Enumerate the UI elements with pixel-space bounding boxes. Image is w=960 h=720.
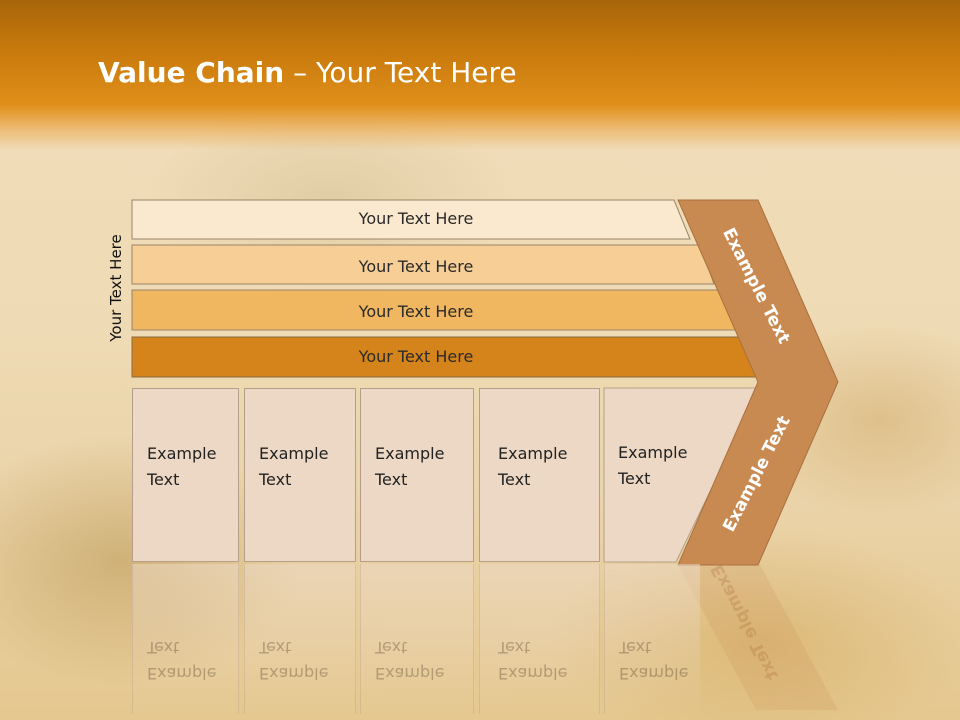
bar-2: [131, 244, 715, 285]
slide-title: Value Chain – Your Text Here: [98, 56, 517, 89]
chevron-reflection: [678, 565, 838, 710]
box-2-line2: Text: [259, 470, 292, 489]
box-1-reflection-text: Example Text: [147, 634, 216, 686]
box-4-line2: Text: [498, 470, 531, 489]
bar-1-label: Your Text Here: [358, 209, 474, 228]
box-5-reflection-line2: Text: [619, 638, 652, 657]
bar-4-label: Your Text Here: [358, 347, 474, 366]
box-5-line1: Example: [618, 443, 688, 462]
box-3-line1: Example: [375, 444, 445, 463]
box-4-reflection-text: Example Text: [498, 634, 567, 686]
chevron-arrow: [677, 199, 839, 566]
bar-3-label: Your Text Here: [358, 302, 474, 321]
box-4-reflection-line2: Text: [498, 638, 531, 657]
header-band: [0, 0, 960, 150]
box-2-reflection-line1: Example: [259, 664, 329, 683]
box-1-line1: Example: [147, 444, 217, 463]
bar-1: [131, 199, 691, 240]
bar-2-label: Your Text Here: [358, 257, 474, 276]
box-1-line2: Text: [147, 470, 180, 489]
title-bold: Value Chain: [98, 56, 285, 89]
box-4-reflection: Example Text: [479, 564, 600, 714]
box-2-reflection: Example Text: [244, 564, 356, 714]
box-1-reflection-line2: Text: [147, 638, 180, 657]
box-1-reflection: Example Text: [132, 564, 239, 714]
box-3-reflection-line1: Example: [375, 664, 445, 683]
box-3-reflection-line2: Text: [375, 638, 408, 657]
box-2-reflection-line2: Text: [259, 638, 292, 657]
box-3-line2: Text: [375, 470, 408, 489]
box-2-line1: Example: [259, 444, 329, 463]
box-5-reflection-line1: Example: [619, 664, 689, 683]
box-5-line2: Text: [618, 469, 651, 488]
box-1-reflection-line1: Example: [147, 664, 217, 683]
box-4-reflection-line1: Example: [498, 664, 568, 683]
box-5-reflection: Example Text: [604, 564, 700, 714]
box-5-shape: [603, 387, 761, 563]
title-rest: – Your Text Here: [284, 56, 517, 89]
box-3-reflection: Example Text: [360, 564, 474, 714]
box-5-reflection-text: Example Text: [619, 634, 688, 686]
box-4-line1: Example: [498, 444, 568, 463]
box-3-reflection-text: Example Text: [375, 634, 444, 686]
box-2-reflection-text: Example Text: [259, 634, 328, 686]
